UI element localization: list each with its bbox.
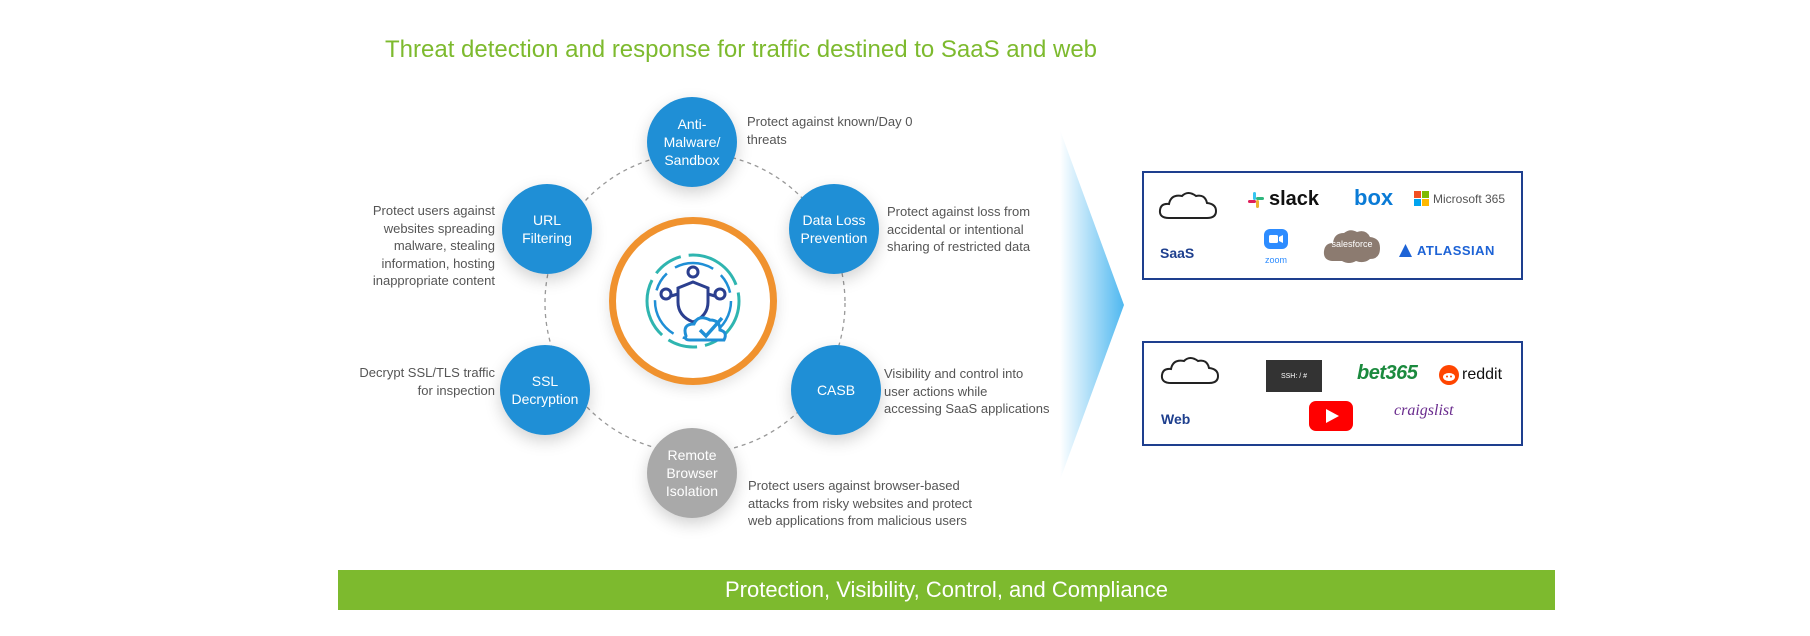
web-box: Web SSH: / # bet365 reddit craigslist <box>1142 341 1523 446</box>
microsoft-wordmark: Microsoft 365 <box>1433 191 1506 206</box>
atlassian-logo: ATLASSIAN <box>1399 243 1495 258</box>
desc-dlp: Protect against loss from accidental or … <box>887 204 1031 254</box>
ssh-terminal-logo: SSH: / # <box>1266 360 1322 392</box>
desc-url: Protect users against websites spreading… <box>372 203 495 288</box>
node-url-filtering: URL Filtering <box>502 184 592 274</box>
youtube-icon <box>1309 401 1353 431</box>
diagram-title: Threat detection and response for traffi… <box>385 36 1098 63</box>
desc-casb: Visibility and control into user actions… <box>884 366 1050 416</box>
desc-ssl: Decrypt SSL/TLS traffic for inspection <box>359 365 495 398</box>
atlassian-wordmark: ATLASSIAN <box>1417 243 1495 258</box>
flow-arrow <box>1060 130 1124 480</box>
web-label: Web <box>1161 411 1191 427</box>
node-anti-malware-sandbox: Anti- Malware/ Sandbox <box>647 97 737 187</box>
node-label: Anti- Malware/ Sandbox <box>663 116 721 168</box>
cloud-icon <box>1158 192 1218 219</box>
microsoft-squares-icon <box>1414 191 1429 206</box>
salesforce-wordmark: salesforce <box>1331 239 1373 249</box>
node-label: CASB <box>816 382 856 398</box>
reddit-logo: reddit <box>1439 365 1502 385</box>
microsoft-365-logo: Microsoft 365 <box>1414 191 1505 206</box>
zoom-wordmark: zoom <box>1264 255 1287 265</box>
node-label: SSL Decryption <box>511 373 579 407</box>
reddit-wordmark: reddit <box>1462 366 1503 383</box>
craigslist-wordmark: craigslist <box>1394 402 1454 419</box>
node-remote-browser-isolation: Remote Browser Isolation <box>647 428 737 518</box>
cloud-icon <box>1160 357 1220 384</box>
desc-rbi: Protect users against browser-based atta… <box>748 478 972 528</box>
bet365-wordmark: bet365 <box>1357 362 1418 384</box>
bet365-logo: bet365 <box>1357 362 1418 385</box>
node-data-loss-prevention: Data Loss Prevention <box>789 184 879 274</box>
saas-label: SaaS <box>1160 245 1195 261</box>
craigslist-logo: craigslist <box>1394 402 1454 420</box>
slack-wordmark: slack <box>1269 188 1320 210</box>
node-label: Data Loss Prevention <box>800 212 868 246</box>
desc-anti-malware: Protect against known/Day 0 threats <box>747 114 913 147</box>
atlassian-triangle-icon <box>1399 244 1412 257</box>
salesforce-logo: salesforce <box>1322 227 1382 265</box>
box-logo: box <box>1354 185 1394 210</box>
footer-banner: Protection, Visibility, Control, and Com… <box>338 570 1555 610</box>
node-label: URL Filtering <box>522 212 572 246</box>
security-shield-cloud-icon <box>645 253 741 349</box>
slack-logo: slack <box>1247 188 1319 211</box>
node-label: Remote Browser Isolation <box>665 447 719 499</box>
salesforce-cloud-icon <box>1323 230 1380 263</box>
zoom-logo: zoom <box>1264 229 1288 265</box>
zoom-camera-icon <box>1264 229 1288 249</box>
center-emblem <box>609 217 777 385</box>
node-casb: CASB <box>791 345 881 435</box>
saas-box: SaaS slack box Microsoft 365 zoom s <box>1142 171 1523 280</box>
node-ssl-decryption: SSL Decryption <box>500 345 590 435</box>
slack-hash-icon <box>1248 191 1264 208</box>
reddit-alien-icon <box>1439 365 1459 385</box>
